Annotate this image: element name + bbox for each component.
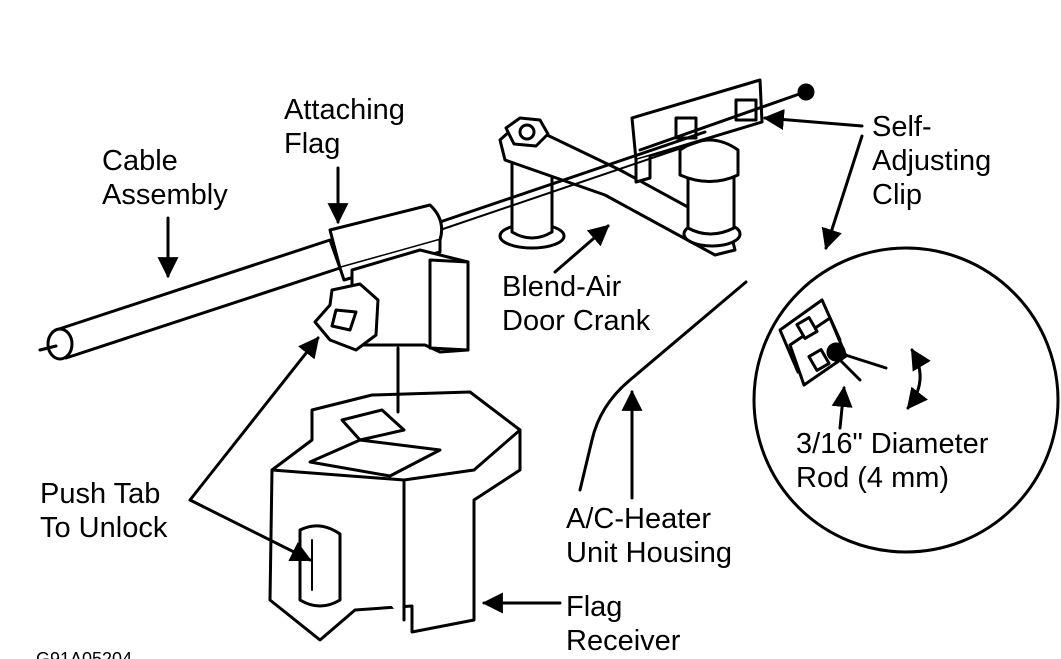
flag-receiver [268, 346, 522, 642]
cable-core-wire [438, 130, 707, 231]
detail-view [752, 246, 1060, 554]
cable-assembly [38, 238, 342, 361]
attaching-flag-label: Attaching Flag [284, 94, 413, 160]
push-tab-label: Push Tab To Unlock [40, 478, 168, 544]
housing-outline [578, 280, 748, 492]
leader-arrows [157, 109, 864, 614]
figure-code: G91A05204 [36, 649, 132, 659]
cable-assembly-label: Cable Assembly [102, 145, 228, 211]
self-adjusting-clip-label: Self- Adjusting Clip [872, 111, 999, 211]
housing-label: A/C-Heater Unit Housing [566, 503, 732, 569]
flag-receiver-label: Flag Receiver [566, 591, 681, 657]
attaching-flag [313, 203, 470, 354]
rod-label: 3/16" Diameter Rod (4 mm) [796, 428, 997, 494]
blend-air-door-crank-label: Blend-Air Door Crank [502, 271, 651, 337]
blend-air-door-crank [498, 78, 815, 257]
